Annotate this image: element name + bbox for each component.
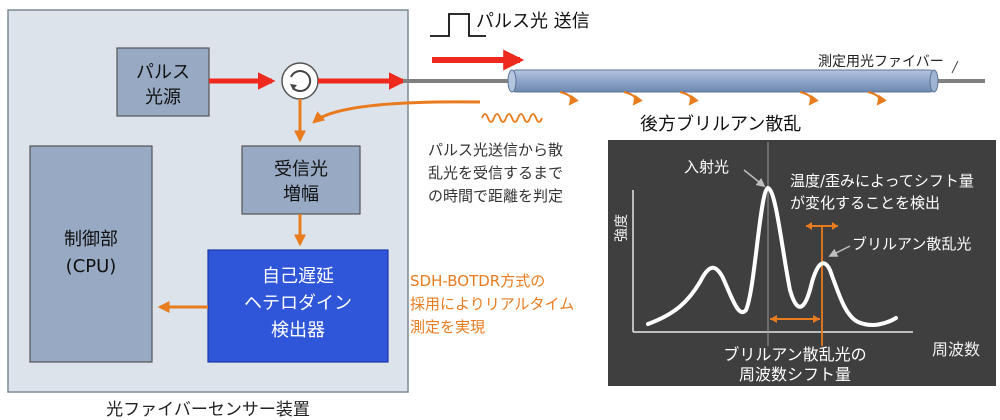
receiver-amp-block	[241, 145, 361, 215]
controller-label-1: 制御部	[64, 229, 118, 250]
brillouin-label: ブリルアン散乱光	[852, 235, 971, 253]
shift-caption-2: 周波数シフト量	[739, 365, 851, 384]
shift-note-1: 温度/歪みによってシフト量	[790, 172, 974, 190]
shift-caption-1: ブリルアン散乱光の	[723, 345, 866, 364]
controller-block	[29, 145, 153, 363]
backscatter-label: 後方ブリルアン散乱	[640, 113, 801, 135]
brillouin-pointer	[828, 245, 851, 257]
detector-label-3: 検出器	[271, 320, 325, 341]
note-distance-2: 乱光を受信するまで	[428, 164, 563, 182]
note-distance-3: の時間で距離を判定	[428, 187, 563, 205]
note-method-3: 測定を実現	[410, 318, 485, 336]
circulator-icon	[290, 70, 312, 93]
detector-label-2: ヘテロダイン	[244, 293, 352, 314]
receiver-amp-label-2: 増幅	[283, 184, 319, 205]
note-method-1: SDH-BOTDR方式の	[410, 272, 545, 290]
pulse-label: パルス光 送信	[476, 11, 590, 32]
pulse-shape-icon	[430, 13, 486, 37]
receiver-amp-label-1: 受信光	[274, 159, 328, 180]
pulse-source-label-1: パルス	[136, 62, 190, 83]
fiber-label-leader	[951, 60, 959, 74]
spectrum-curve	[646, 186, 898, 327]
backscatter-arrows	[559, 91, 887, 106]
circulator	[281, 62, 319, 100]
fiber-tube	[511, 69, 935, 93]
spectrum-panel	[608, 140, 996, 386]
note-method-2: 採用によりリアルタイム	[410, 295, 574, 313]
pulse-source-block	[116, 47, 210, 117]
return-wave	[481, 113, 543, 123]
detector-block	[207, 249, 389, 363]
incident-pointer	[743, 169, 766, 188]
device-caption: 光ファイバーセンサー装置	[106, 400, 310, 420]
spectrum-xlabel: 周波数	[932, 340, 980, 359]
incident-label: 入射光	[684, 158, 729, 176]
spectrum-ylabel: 強度	[614, 214, 630, 242]
return-arrow	[312, 100, 481, 124]
detector-label-1: 自己遅延	[262, 266, 334, 287]
controller-label-2: (CPU)	[66, 256, 117, 277]
shift-note-2: が変化することを検出	[790, 194, 940, 212]
pulse-source-label-2: 光源	[145, 87, 181, 108]
note-distance-1: パルス光送信から散	[428, 141, 563, 159]
fiber-label: 測定用光ファイバー	[818, 54, 944, 70]
